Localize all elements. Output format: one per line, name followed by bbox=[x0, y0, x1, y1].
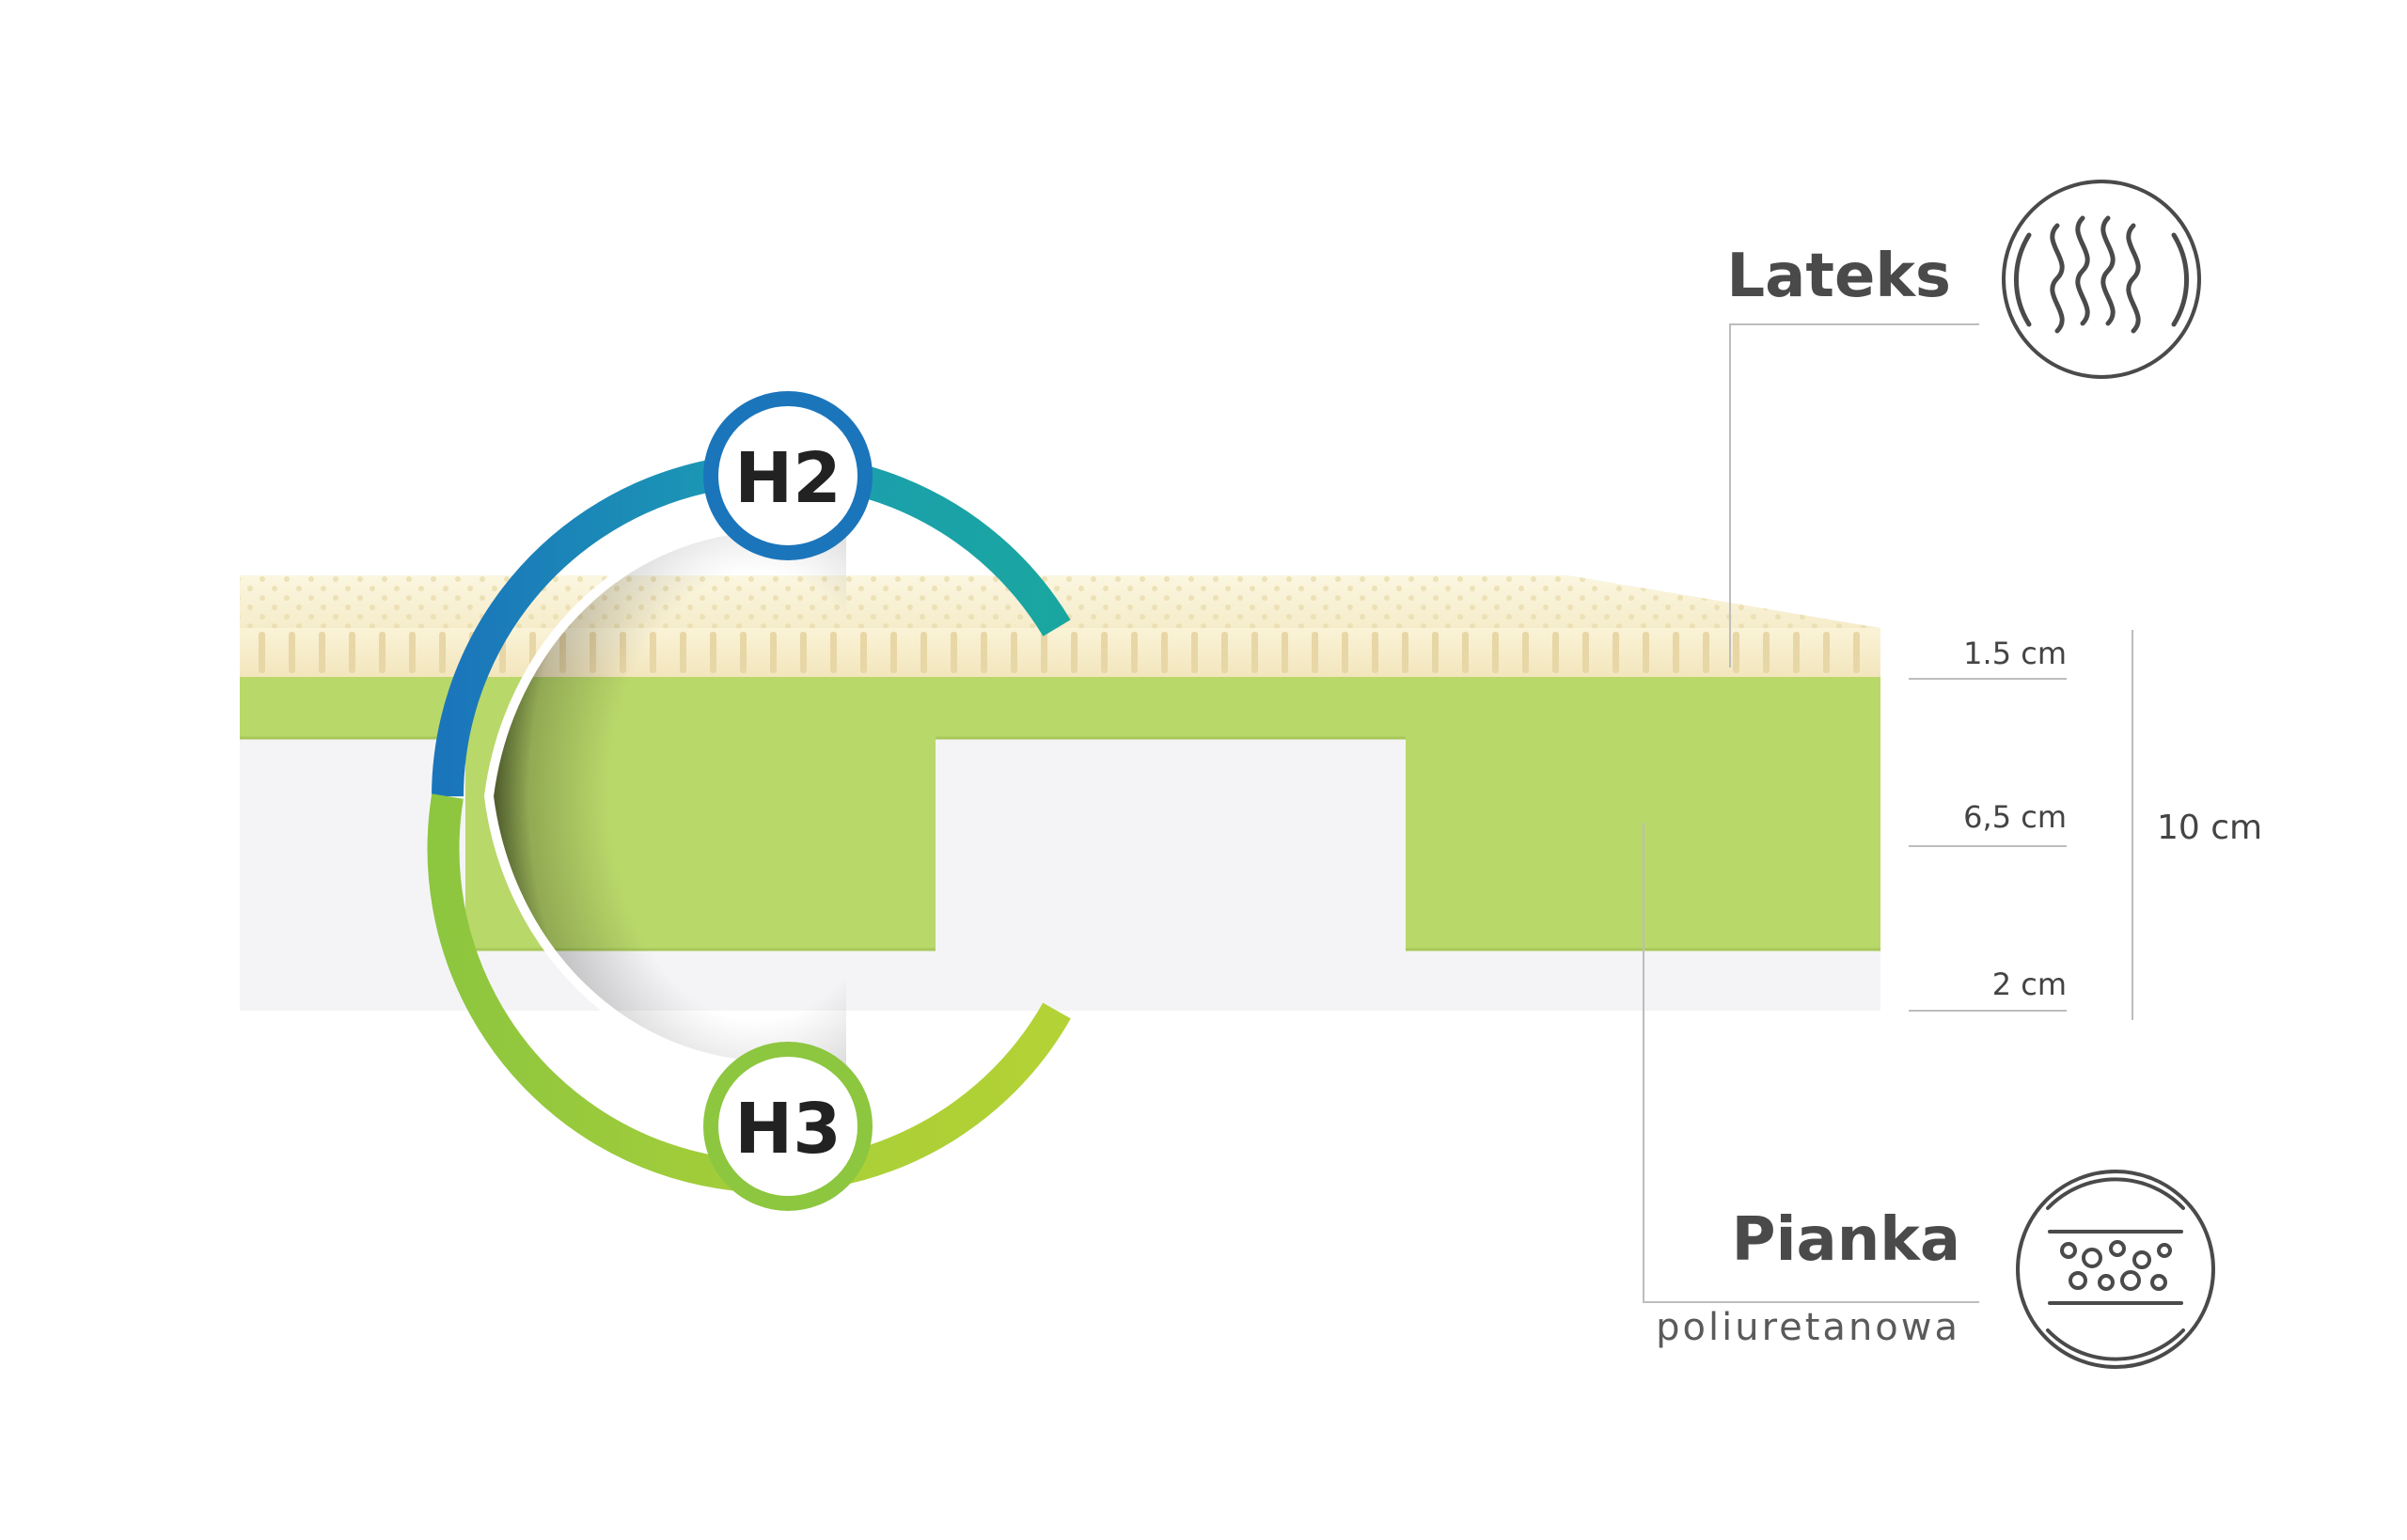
foam-subtitle: poliuretanowa bbox=[1656, 1306, 1960, 1349]
latex-rib bbox=[1763, 632, 1770, 673]
latex-rib bbox=[1161, 632, 1168, 673]
latex-rib bbox=[409, 632, 416, 673]
firmness-badge-h2: H2 bbox=[703, 391, 873, 560]
latex-rib bbox=[1853, 632, 1860, 673]
latex-rib bbox=[1372, 632, 1378, 673]
zoom-bubble: H2 H3 bbox=[427, 391, 1071, 1211]
dimension-latex: 1.5 cm bbox=[1963, 636, 2067, 671]
zoom-bulge bbox=[489, 526, 846, 1066]
dimension-total: 10 cm bbox=[2157, 809, 2262, 847]
latex-rib bbox=[1131, 632, 1138, 673]
firmness-h3-label: H3 bbox=[734, 1089, 841, 1170]
latex-rib bbox=[1823, 632, 1830, 673]
latex-rib bbox=[1673, 632, 1679, 673]
latex-rib bbox=[951, 632, 957, 673]
latex-rib bbox=[1251, 632, 1258, 673]
firmness-ring-bottom bbox=[427, 794, 1071, 1193]
foam-label-group: Pianka poliuretanowa bbox=[1656, 1170, 2215, 1369]
latex-rib bbox=[319, 632, 325, 673]
latex-rib bbox=[1613, 632, 1619, 673]
latex-rib bbox=[981, 632, 987, 673]
latex-rib bbox=[1071, 632, 1078, 673]
latex-rib bbox=[379, 632, 385, 673]
latex-rib bbox=[1582, 632, 1589, 673]
dimension-annotations: 1.5 cm 6,5 cm 2 cm 10 cm bbox=[1909, 630, 2262, 1020]
latex-rib bbox=[890, 632, 897, 673]
latex-label-group: Lateks bbox=[1726, 180, 2201, 379]
latex-rib bbox=[1342, 632, 1348, 673]
latex-rib bbox=[349, 632, 355, 673]
latex-rib bbox=[920, 632, 927, 673]
latex-rib bbox=[860, 632, 867, 673]
dimension-middle: 6,5 cm bbox=[1963, 799, 2067, 835]
latex-rib bbox=[1402, 632, 1408, 673]
latex-rib bbox=[289, 632, 295, 673]
foam-title: Pianka bbox=[1732, 1205, 1960, 1275]
firmness-h2-label: H2 bbox=[734, 438, 841, 519]
latex-rib bbox=[1462, 632, 1469, 673]
latex-rib bbox=[1312, 632, 1318, 673]
latex-rib bbox=[1643, 632, 1649, 673]
latex-rib bbox=[1191, 632, 1198, 673]
latex-rib bbox=[1522, 632, 1529, 673]
dimension-bottom: 2 cm bbox=[1992, 966, 2067, 1002]
latex-rib bbox=[1011, 632, 1017, 673]
latex-rib bbox=[1733, 632, 1739, 673]
leader-lines bbox=[1643, 323, 1979, 1303]
foam-bubbles-icon bbox=[2016, 1170, 2215, 1369]
latex-rib bbox=[1282, 632, 1288, 673]
latex-rib bbox=[1492, 632, 1499, 673]
latex-rib bbox=[1221, 632, 1228, 673]
firmness-ring-top bbox=[432, 453, 1071, 797]
latex-rib bbox=[1793, 632, 1800, 673]
latex-layer bbox=[240, 628, 1880, 677]
latex-rib bbox=[1432, 632, 1439, 673]
latex-rib bbox=[1041, 632, 1047, 673]
latex-rib bbox=[1552, 632, 1559, 673]
latex-title: Lateks bbox=[1726, 242, 1951, 311]
latex-rib bbox=[1101, 632, 1108, 673]
firmness-badge-h3: H3 bbox=[703, 1042, 873, 1211]
latex-rib bbox=[1703, 632, 1709, 673]
latex-rib bbox=[259, 632, 265, 673]
heat-waves-icon bbox=[2002, 180, 2201, 379]
latex-rib bbox=[439, 632, 446, 673]
